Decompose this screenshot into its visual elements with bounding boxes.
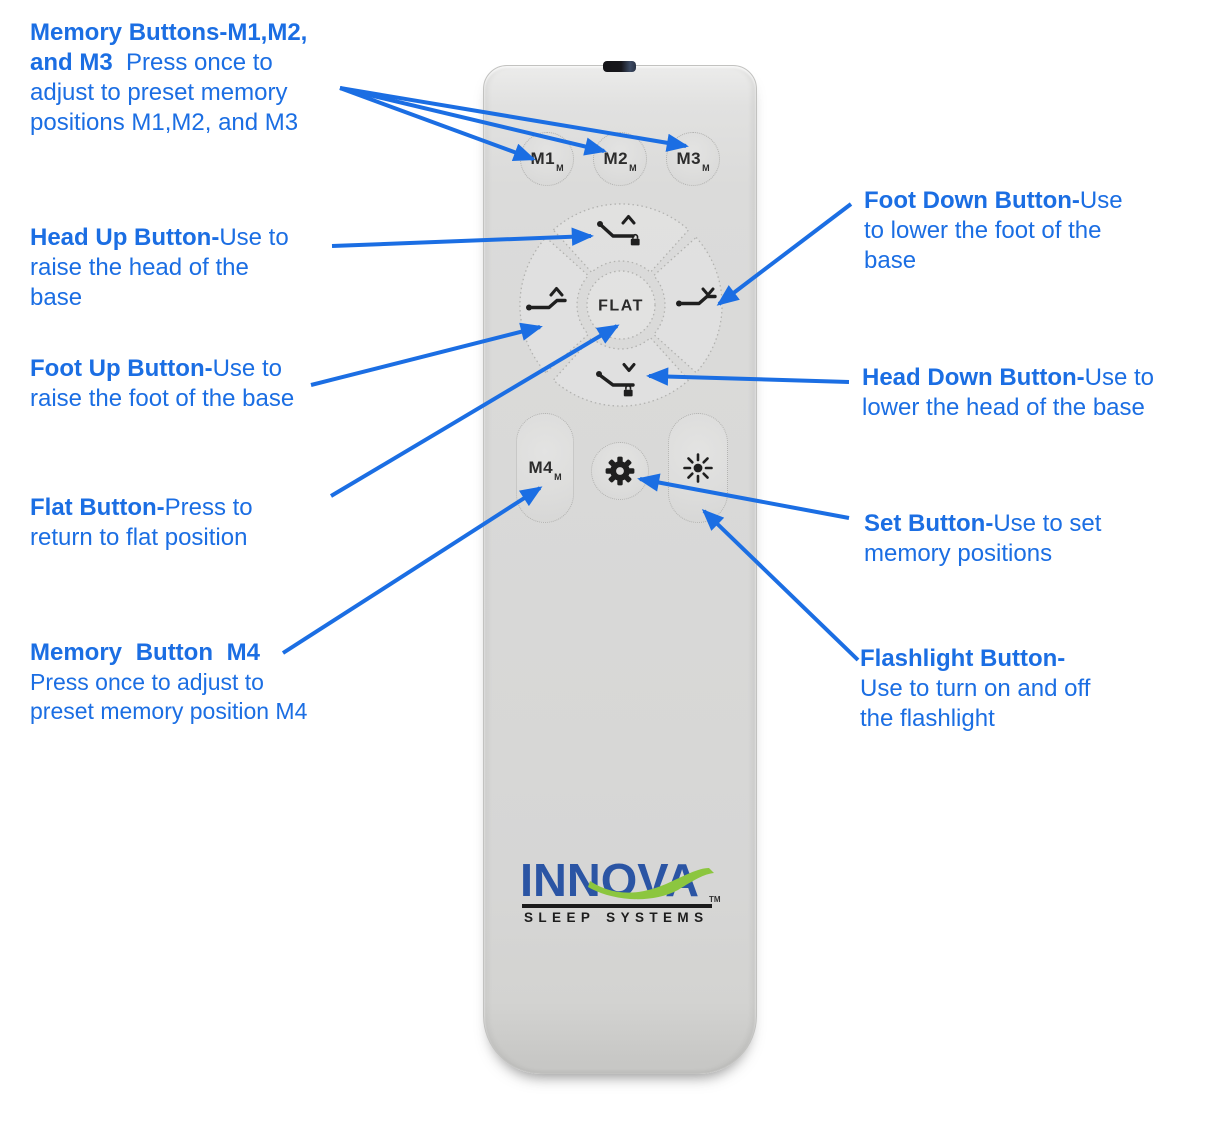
set-button[interactable]: [591, 442, 649, 500]
note-memory-buttons-m123: Memory Buttons-M1,M2, and M3 Press once …: [30, 19, 308, 136]
trademark-label: TM: [709, 895, 721, 904]
flashlight-icon: [683, 453, 713, 483]
flat-button[interactable]: [586, 270, 656, 340]
m2-button[interactable]: M2 M: [593, 132, 647, 186]
m4-label: M4: [528, 458, 554, 477]
note-foot-down: Foot Down Button-Use to lower the foot o…: [864, 187, 1123, 274]
bed-foot-up-icon: [526, 287, 567, 311]
note-head-down: Head Down Button-Use to lower the head o…: [862, 364, 1155, 421]
brand-tagline: SLEEP SYSTEMS: [524, 910, 709, 925]
m4-sub-label: M: [554, 471, 562, 482]
note-set: Set Button-Use to set memory positions: [864, 510, 1102, 567]
m2-sub-label: M: [629, 162, 637, 173]
head-up-button[interactable]: [552, 203, 690, 274]
ir-notch: [603, 61, 636, 72]
bed-foot-down-icon: [676, 287, 717, 307]
dpad: FLAT: [519, 203, 723, 407]
gear-icon: [605, 456, 635, 486]
flat-label: FLAT: [598, 298, 644, 315]
logo-rule: [522, 904, 712, 908]
bed-head-up-icon: [597, 215, 640, 246]
m3-label: M3: [676, 149, 702, 168]
brand-logo: INNOVA TM SLEEP SYSTEMS: [520, 857, 722, 929]
m4-button[interactable]: M4 M: [516, 413, 574, 523]
m2-label: M2: [603, 149, 629, 168]
m3-sub-label: M: [702, 162, 710, 173]
note-memory-m4: Memory Button M4 Press once to adjust to…: [30, 639, 308, 724]
note-head-up: Head Up Button-Use to raise the head of …: [30, 224, 289, 311]
m1-sub-label: M: [556, 162, 564, 173]
logo-swoosh-icon: [588, 868, 714, 900]
m3-button[interactable]: M3 M: [666, 132, 720, 186]
note-foot-up: Foot Up Button-Use to raise the foot of …: [30, 355, 295, 412]
m1-label: M1: [530, 149, 556, 168]
remote-body: M1 M M2 M M3 M FLAT: [483, 61, 757, 1074]
note-flat: Flat Button-Press to return to flat posi…: [30, 494, 253, 551]
flashlight-button[interactable]: [668, 413, 728, 523]
note-flashlight: Flashlight Button- Use to turn on and of…: [860, 645, 1091, 732]
m1-button[interactable]: M1 M: [520, 132, 574, 186]
